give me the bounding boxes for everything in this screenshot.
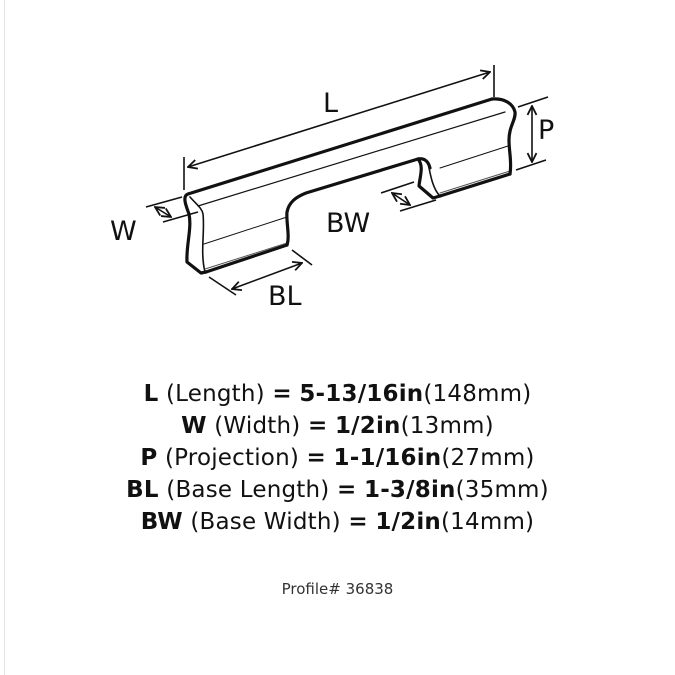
base-width-dimension [380, 181, 437, 212]
profile-number: Profile# 36838 [281, 580, 394, 598]
base-length-right-tick [291, 249, 313, 266]
handle-right-leg-inner [427, 162, 441, 197]
projection-top-tick [517, 96, 549, 108]
handle-left-crease [203, 216, 288, 245]
spec-length: L (Length) = 5-13/16in(148mm) [0, 378, 675, 410]
spec-abbr: W [181, 413, 207, 439]
spec-name: (Length) [165, 381, 265, 407]
handle-right-crease [439, 145, 509, 169]
base-length-label: BL [268, 281, 302, 312]
spec-abbr: BL [126, 477, 159, 503]
handle-right-base [438, 172, 512, 198]
projection-bottom-tick [515, 159, 547, 171]
spec-name: (Projection) [164, 445, 300, 471]
base-width-arrow [392, 193, 410, 205]
spec-width: W (Width) = 1/2in(13mm) [0, 410, 675, 442]
spec-equals: = [307, 413, 328, 439]
spec-imperial: 5-13/16in [299, 381, 424, 407]
projection-dimension [515, 96, 549, 171]
handle-top-crease [197, 111, 506, 207]
length-dimension [183, 65, 495, 190]
spec-metric: (35mm) [455, 477, 549, 503]
spec-equals: = [336, 477, 357, 503]
handle-left-base-shade [204, 242, 288, 270]
spec-metric: (14mm) [441, 509, 535, 535]
width-arrow [155, 207, 171, 217]
width-dimension [145, 196, 199, 223]
spec-base-width: BW (Base Width) = 1/2in(14mm) [0, 506, 675, 538]
spec-name: (Base Width) [190, 509, 341, 535]
width-label: W [110, 216, 137, 247]
spec-equals: = [272, 381, 292, 407]
spec-equals: = [306, 445, 327, 471]
base-length-arrow [232, 263, 302, 289]
width-bottom-tick [162, 211, 199, 223]
length-arrow [188, 72, 490, 167]
spec-name: (Width) [214, 413, 301, 439]
spec-projection: P (Projection) = 1-1/16in(27mm) [0, 442, 675, 474]
projection-label: P [538, 115, 554, 146]
spec-abbr: L [143, 381, 159, 407]
spec-base-length: BL (Base Length) = 1-3/8in(35mm) [0, 474, 675, 506]
spec-metric: (27mm) [441, 445, 535, 471]
image-frame [4, 0, 675, 675]
spec-imperial: 1-3/8in [363, 477, 456, 503]
spec-imperial: 1/2in [334, 413, 401, 439]
spec-name: (Base Length) [166, 477, 330, 503]
spec-imperial: 1-1/16in [333, 445, 442, 471]
base-length-dimension [208, 249, 313, 296]
base-length-left-tick [208, 276, 237, 296]
base-width-top-tick [380, 181, 415, 194]
base-width-label: BW [326, 208, 370, 239]
handle-left-base [204, 243, 289, 274]
handle-right-base-shade [439, 170, 511, 194]
dimension-specs: L (Length) = 5-13/16in(148mm) W (Width) … [0, 378, 675, 538]
length-label: L [323, 88, 338, 119]
cabinet-pull-handle [183, 97, 517, 275]
spec-abbr: BW [140, 509, 183, 535]
spec-abbr: P [140, 445, 158, 471]
width-top-tick [145, 196, 183, 208]
spec-imperial: 1/2in [375, 509, 441, 535]
handle-top-edge [186, 97, 494, 196]
base-width-bottom-tick [399, 199, 437, 212]
handle-left-end-inner [189, 196, 206, 273]
spec-metric: (148mm) [423, 381, 532, 407]
spec-equals: = [348, 509, 368, 535]
handle-right-end [490, 97, 517, 176]
spec-metric: (13mm) [400, 413, 494, 439]
handle-dimension-diagram: L P W BW BL [110, 65, 554, 312]
